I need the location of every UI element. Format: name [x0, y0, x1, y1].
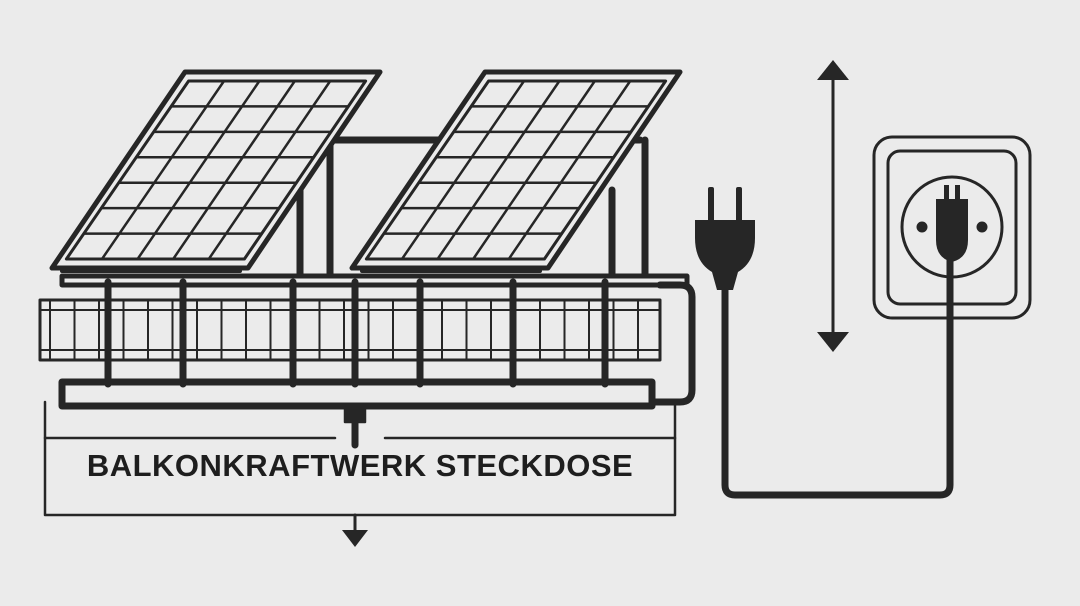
down-arrow-icon [342, 530, 368, 547]
solar-panel-icon [349, 69, 683, 273]
solar-panel-icon [49, 69, 383, 273]
vertical-double-arrow-icon [817, 60, 849, 352]
plug-icon [695, 187, 755, 290]
label-box [43, 400, 677, 537]
diagram-label: BALKONKRAFTWERK STECKDOSE [86, 448, 634, 483]
balcony-railing-icon [38, 273, 696, 410]
cable [721, 251, 954, 499]
inserted-plug-icon [936, 185, 968, 262]
